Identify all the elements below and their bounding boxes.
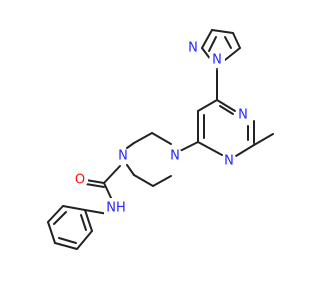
bond xyxy=(47,205,64,223)
atom-label: N xyxy=(238,108,248,123)
atom-background xyxy=(104,198,128,216)
atom-background xyxy=(235,107,251,123)
bond xyxy=(133,174,154,187)
atom-background xyxy=(185,40,201,56)
bond xyxy=(103,182,113,201)
bond xyxy=(133,132,153,144)
bond xyxy=(85,183,105,188)
bond xyxy=(216,99,236,112)
bond xyxy=(219,105,234,115)
atom-label: N xyxy=(118,149,128,164)
bond xyxy=(126,164,135,176)
piperazine-n1-atom: N xyxy=(115,148,131,164)
bond xyxy=(151,132,172,145)
bond xyxy=(47,221,56,244)
bond xyxy=(232,32,241,49)
atom-background xyxy=(209,52,225,68)
bond xyxy=(80,214,87,231)
pyrazole-n2-atom: N xyxy=(185,40,201,56)
bond xyxy=(197,141,223,156)
pyrimidine-n1-atom: N xyxy=(235,107,251,123)
atom-label: N xyxy=(224,154,234,169)
bond xyxy=(85,179,105,184)
bond xyxy=(58,237,77,244)
atom-background xyxy=(221,153,237,169)
atom-label: N xyxy=(212,53,222,68)
bond xyxy=(208,36,217,52)
bond xyxy=(126,142,135,149)
piperazine-n4-atom: N xyxy=(167,148,183,164)
carbonyl-oxygen-atom: O xyxy=(72,172,88,188)
bond xyxy=(62,205,86,211)
pyrazole-n1-atom: N xyxy=(209,52,225,68)
atom-label: N xyxy=(188,41,198,56)
bond xyxy=(103,165,121,184)
bond xyxy=(53,211,67,225)
bond xyxy=(201,29,213,49)
bond xyxy=(253,133,274,146)
bond xyxy=(224,47,241,61)
bond xyxy=(224,36,232,49)
bond xyxy=(76,230,93,250)
atom-label: N xyxy=(170,149,180,164)
amide-nh-atom: NH xyxy=(104,198,128,216)
bond xyxy=(179,141,199,152)
atom-background xyxy=(167,148,183,164)
molecule-structure: N N N N N N O NH xyxy=(47,29,274,250)
bond xyxy=(152,175,172,187)
atom-label: NH xyxy=(106,201,126,216)
atom-background xyxy=(115,148,131,164)
atom-label: O xyxy=(75,173,85,188)
bond xyxy=(197,99,218,112)
bond xyxy=(84,209,93,232)
atom-background xyxy=(72,172,88,188)
bond xyxy=(211,29,234,34)
bond-layer xyxy=(47,29,274,250)
atom-label-layer: N N N N N N O NH xyxy=(72,40,251,216)
pyrimidine-n3-atom: N xyxy=(221,153,237,169)
bond xyxy=(235,144,255,157)
bond xyxy=(54,242,78,250)
